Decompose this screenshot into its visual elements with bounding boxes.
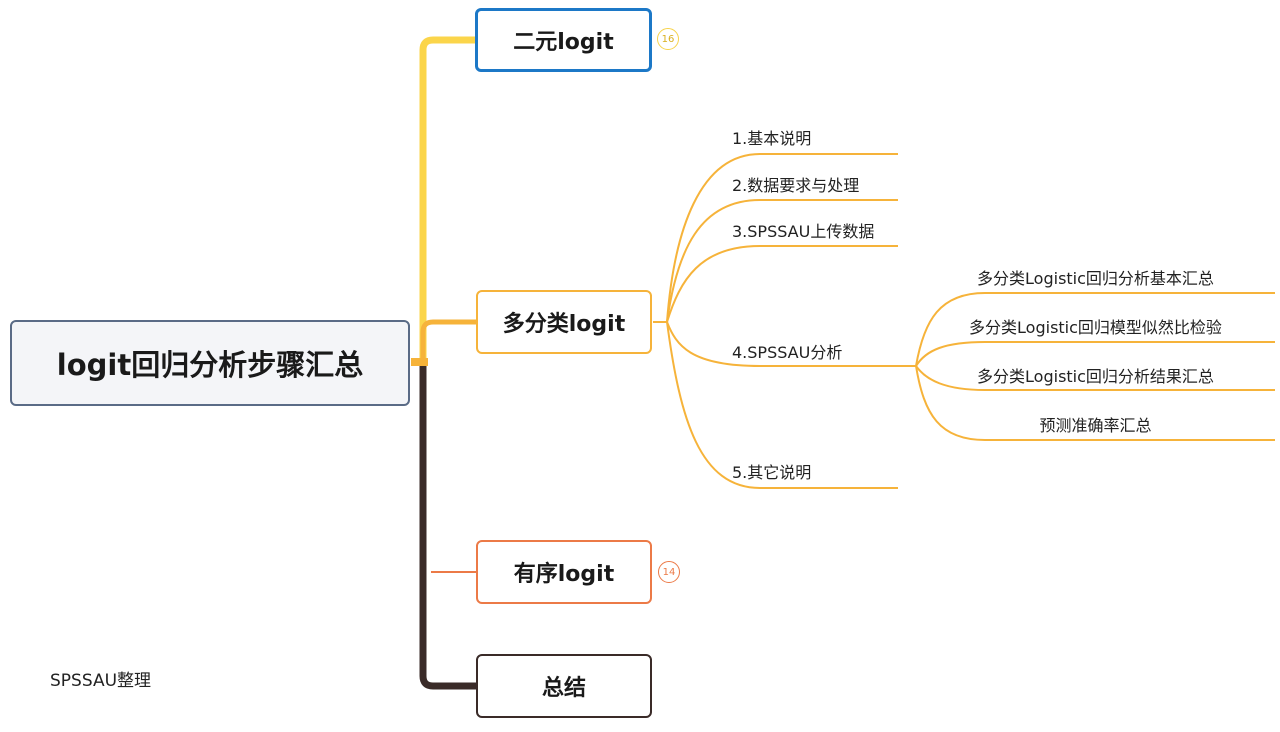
connector-summary xyxy=(419,362,476,690)
connector-step-5 xyxy=(666,321,898,489)
badge-binary-text: 16 xyxy=(661,33,675,45)
step-other-notes[interactable]: 5.其它说明 xyxy=(732,463,812,482)
node-binary-label: 二元logit xyxy=(513,30,614,55)
step-data-requirements[interactable]: 2.数据要求与处理 xyxy=(732,176,860,195)
connector-step-4 xyxy=(666,321,916,367)
connector-step-2 xyxy=(666,199,898,323)
connector-step-1 xyxy=(653,153,898,323)
sub-likelihood-ratio-test[interactable]: 多分类Logistic回归模型似然比检验 xyxy=(969,318,1222,337)
step-basic-info[interactable]: 1.基本说明 xyxy=(732,129,812,148)
footer-credit: SPSSAU整理 xyxy=(50,671,152,691)
node-summary[interactable]: 总结 xyxy=(476,654,652,718)
badge-binary-count[interactable]: 16 xyxy=(657,28,679,50)
node-ordered-label: 有序logit xyxy=(513,562,615,587)
node-multinomial-logit[interactable]: 多分类logit xyxy=(476,290,652,354)
step-upload-data[interactable]: 3.SPSSAU上传数据 xyxy=(732,222,875,241)
badge-ordered-count[interactable]: 14 xyxy=(658,561,680,583)
connector-sub-4 xyxy=(915,365,1275,441)
node-summary-label: 总结 xyxy=(541,676,586,701)
node-multinomial-label: 多分类logit xyxy=(502,312,626,337)
connector-sub-2 xyxy=(915,341,1275,367)
sub-prediction-accuracy[interactable]: 预测准确率汇总 xyxy=(1039,416,1152,435)
root-node[interactable]: logit回归分析步骤汇总 xyxy=(10,320,410,406)
connector-multinomial xyxy=(411,319,477,365)
root-label: logit回归分析步骤汇总 xyxy=(56,348,364,382)
connector-sub-3 xyxy=(915,365,1275,391)
connector-step-3 xyxy=(666,245,898,323)
connector-binary xyxy=(411,36,476,366)
sub-basic-summary[interactable]: 多分类Logistic回归分析基本汇总 xyxy=(977,269,1214,288)
node-ordered-logit[interactable]: 有序logit xyxy=(476,540,652,604)
sub-results-summary[interactable]: 多分类Logistic回归分析结果汇总 xyxy=(977,367,1214,386)
badge-ordered-text: 14 xyxy=(662,566,676,578)
node-binary-logit[interactable]: 二元logit xyxy=(475,8,652,72)
step-analysis[interactable]: 4.SPSSAU分析 xyxy=(732,343,843,362)
connector-sub-1 xyxy=(915,292,1275,367)
